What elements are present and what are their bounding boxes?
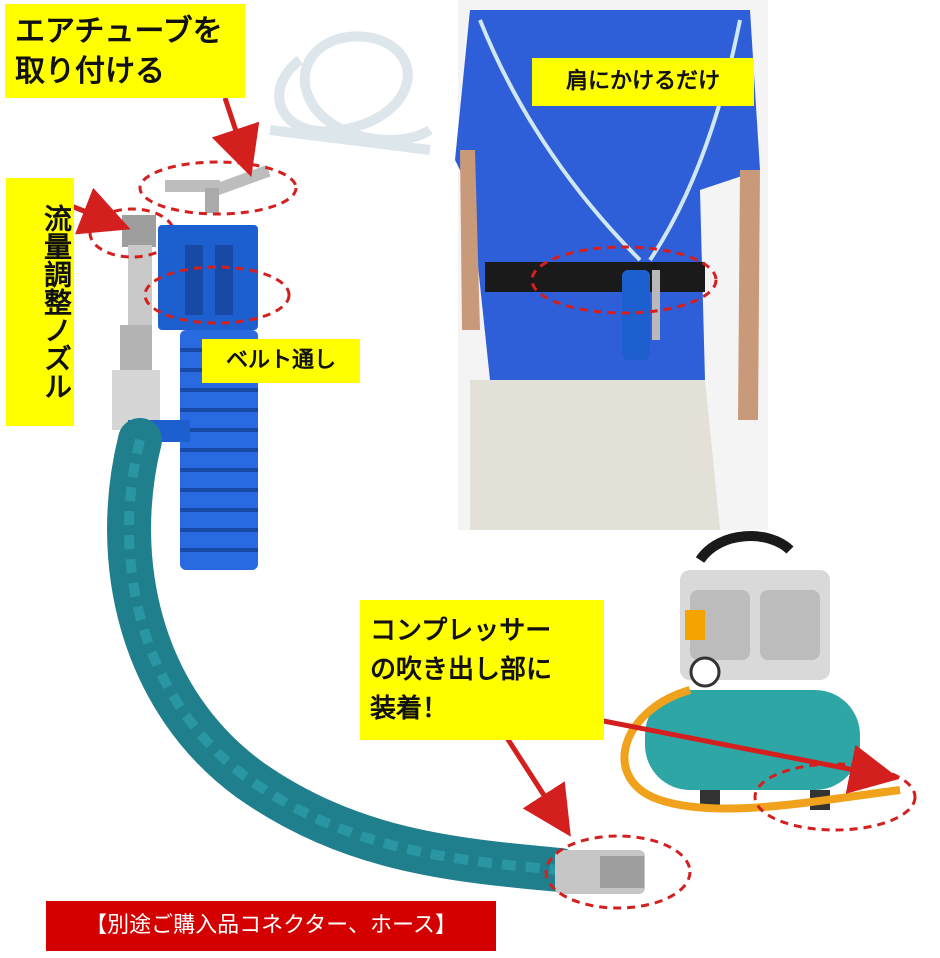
separate-purchase-banner: 【別途ご購入品コネクター、ホース】 [46, 901, 496, 951]
air-tube-coil [269, 31, 433, 155]
teal-hose [107, 418, 692, 910]
compressor-label: コンプレッサー の吹き出し部に 装着！ [360, 600, 604, 740]
belt-holder [128, 225, 291, 570]
air-tube-label: エアチューブを 取り付ける [5, 4, 245, 98]
y-connector [138, 160, 298, 216]
compressor [620, 531, 917, 832]
shoulder-label: 肩にかけるだけ [532, 58, 754, 106]
belt-loop-label: ベルト通し [202, 339, 360, 383]
flow-nozzle-label: 流量調整ノズル [6, 178, 74, 426]
